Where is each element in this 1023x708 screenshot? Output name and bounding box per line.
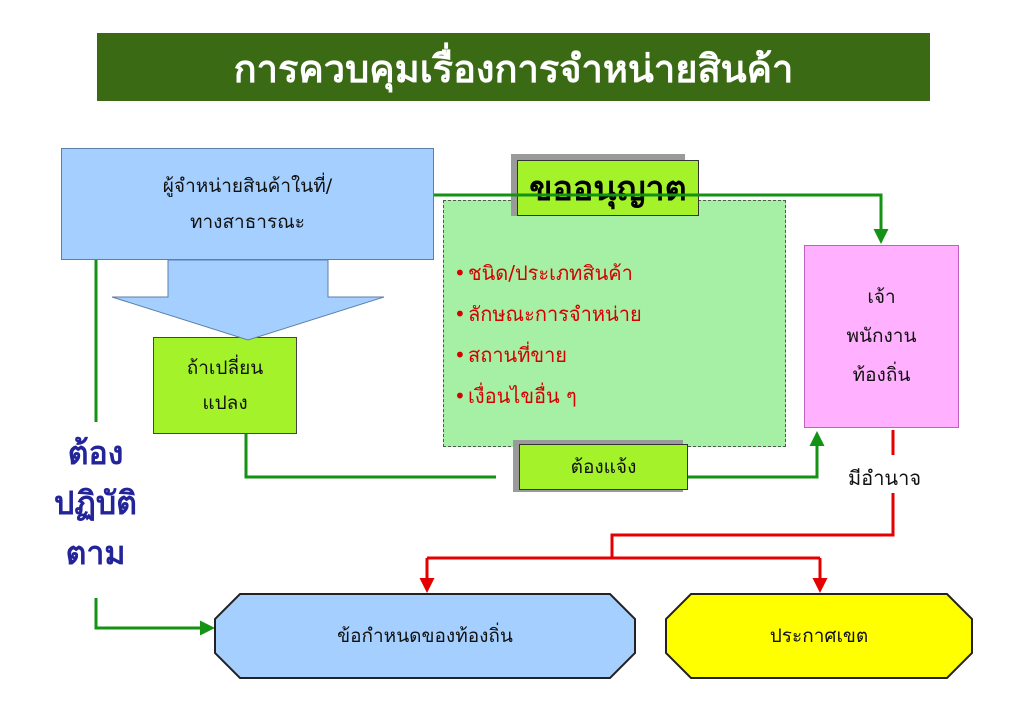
official-line-3: ท้องถิ่น xyxy=(852,363,911,386)
zone-octagon xyxy=(665,593,973,679)
zone-label: ประกาศเขต xyxy=(769,625,869,647)
notify-box: ต้องแจ้ง xyxy=(519,444,688,490)
permit-item: •สถานที่ขาย xyxy=(454,343,568,367)
permit-item: •ชนิด/ประเภทสินค้า xyxy=(454,261,633,285)
change-to-notify-line xyxy=(244,434,496,479)
local-rules-label: ข้อกำหนดของท้องถิ่น xyxy=(337,625,513,647)
permit-header-label: ขออนุญาต xyxy=(529,169,687,209)
vendor-line-1: ผู้จำหน่ายสินค้าในที่/ xyxy=(162,174,333,197)
official-line-1: เจ้า xyxy=(867,286,896,309)
permit-item-label: ลักษณะการจำหน่าย xyxy=(468,302,642,326)
down-block-arrow xyxy=(111,259,385,341)
change-line-1: ถ้าเปลี่ยน xyxy=(186,357,264,380)
change-box: ถ้าเปลี่ยน แปลง xyxy=(153,337,297,434)
follow-line-3: ตาม xyxy=(65,534,126,572)
permit-conditions-list: •ชนิด/ประเภทสินค้า •ลักษณะการจำหน่าย •สถ… xyxy=(454,253,642,417)
permit-item-label: สถานที่ขาย xyxy=(468,343,568,367)
page-title: การควบคุมเรื่องการจำหน่ายสินค้า xyxy=(233,47,794,91)
permit-item-label: ชนิด/ประเภทสินค้า xyxy=(468,261,633,285)
local-official-box: เจ้า พนักงาน ท้องถิ่น xyxy=(804,245,959,428)
vendor-to-official-line xyxy=(434,193,889,244)
zone-announcement-box: ประกาศเขต xyxy=(666,594,972,678)
authority-label: มีอำนาจ xyxy=(848,466,922,490)
notify-label: ต้องแจ้ง xyxy=(570,456,637,478)
vendor-box: ผู้จำหน่ายสินค้าในที่/ ทางสาธารณะ xyxy=(61,148,434,260)
title-banner: การควบคุมเรื่องการจำหน่ายสินค้า xyxy=(97,33,930,101)
permit-item-label: เงื่อนไขอื่น ๆ xyxy=(468,384,577,408)
follow-line-1: ต้อง xyxy=(67,434,124,472)
official-line-2: พนักงาน xyxy=(846,325,917,348)
permit-conditions-box: •ชนิด/ประเภทสินค้า •ลักษณะการจำหน่าย •สถ… xyxy=(443,200,786,447)
local-rules-octagon xyxy=(214,593,636,679)
follow-line-lower xyxy=(94,598,215,636)
authority-line-lower xyxy=(610,493,895,558)
vendor-line-2: ทางสาธารณะ xyxy=(189,211,306,233)
permit-header-box: ขออนุญาต xyxy=(517,160,699,216)
permit-item: •เงื่อนไขอื่น ๆ xyxy=(454,384,577,408)
follow-line-2: ปฏิบัติ xyxy=(54,484,137,522)
local-rules-box: ข้อกำหนดของท้องถิ่น xyxy=(215,594,635,678)
change-line-2: แปลง xyxy=(202,391,248,414)
must-follow-label: ต้อง ปฏิบัติ ตาม xyxy=(28,428,163,578)
permit-item: •ลักษณะการจำหน่าย xyxy=(454,302,642,326)
notify-to-official-line xyxy=(688,431,825,479)
